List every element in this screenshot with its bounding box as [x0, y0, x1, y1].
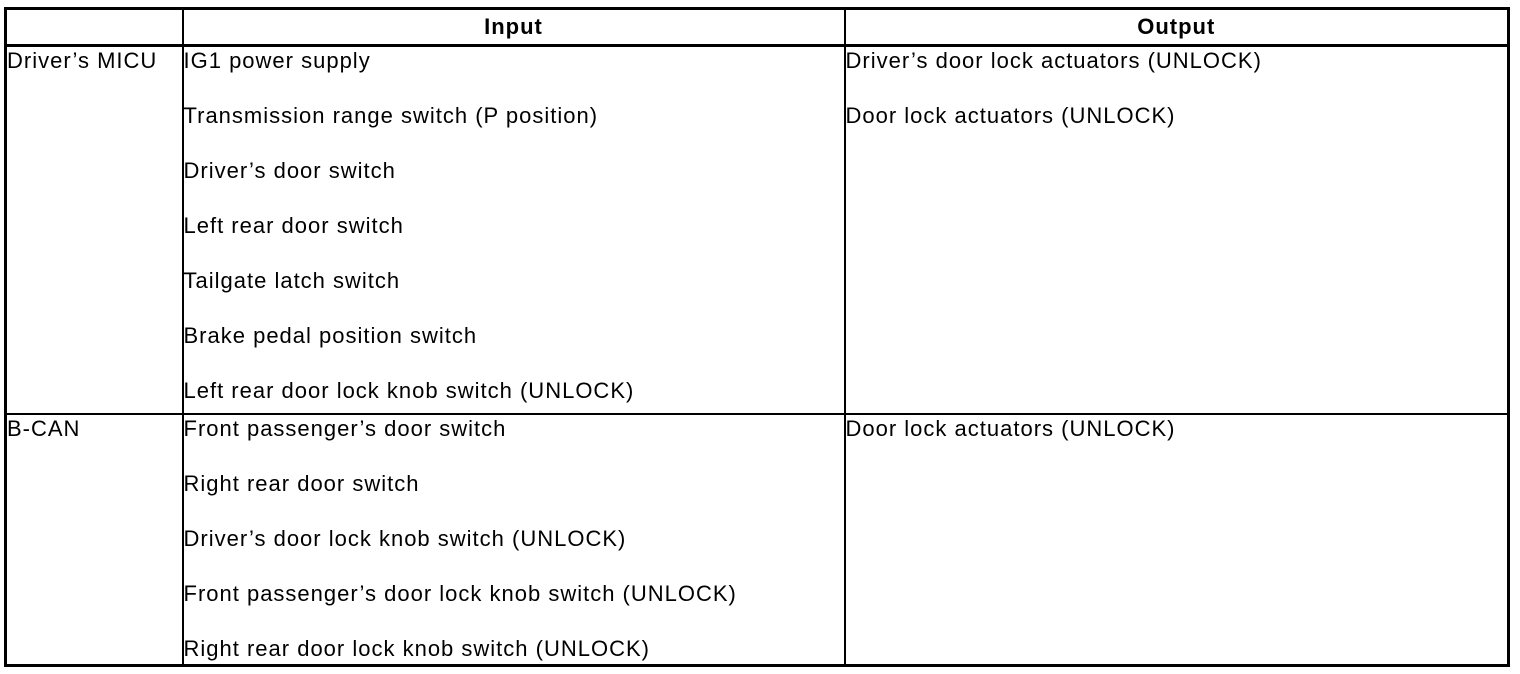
input-item: Tailgate latch switch — [183, 268, 401, 293]
output-cell: Driver’s door lock actuators (UNLOCK) Do… — [843, 44, 1510, 415]
corner-header-cell — [4, 7, 184, 47]
input-cell: Front passenger’s door switch Right rear… — [181, 412, 846, 667]
source-cell: B-CAN — [4, 412, 184, 667]
table-row-drivers-micu: Driver’s MICU IG1 power supply Transmiss… — [4, 44, 1510, 415]
input-item: Transmission range switch (P position) — [183, 103, 599, 128]
io-signal-table: Input Output Driver’s MICU IG1 power sup… — [4, 7, 1510, 667]
output-cell: Door lock actuators (UNLOCK) — [843, 412, 1510, 667]
input-item: Left rear door switch — [183, 213, 404, 238]
input-item: Driver’s door switch — [183, 158, 396, 183]
input-column-header: Input — [181, 7, 846, 47]
input-item: Front passenger’s door switch — [183, 415, 507, 441]
table-row-b-can: B-CAN Front passenger’s door switch Righ… — [4, 412, 1510, 667]
output-column-header: Output — [843, 7, 1510, 47]
output-item: Driver’s door lock actuators (UNLOCK) — [845, 48, 1262, 73]
input-item: Right rear door lock knob switch (UNLOCK… — [183, 635, 650, 661]
input-item: Driver’s door lock knob switch (UNLOCK) — [183, 525, 627, 551]
input-item: IG1 power supply — [183, 48, 371, 73]
input-item: Front passenger’s door lock knob switch … — [183, 580, 737, 606]
output-item: Door lock actuators (UNLOCK) — [845, 103, 1176, 128]
header-row: Input Output — [4, 7, 1510, 47]
input-cell: IG1 power supply Transmission range swit… — [181, 44, 846, 415]
input-item: Brake pedal position switch — [183, 323, 478, 348]
input-item: Right rear door switch — [183, 470, 420, 496]
output-item: Door lock actuators (UNLOCK) — [845, 415, 1176, 441]
input-item: Left rear door lock knob switch (UNLOCK) — [183, 378, 635, 403]
source-cell: Driver’s MICU — [4, 44, 184, 415]
